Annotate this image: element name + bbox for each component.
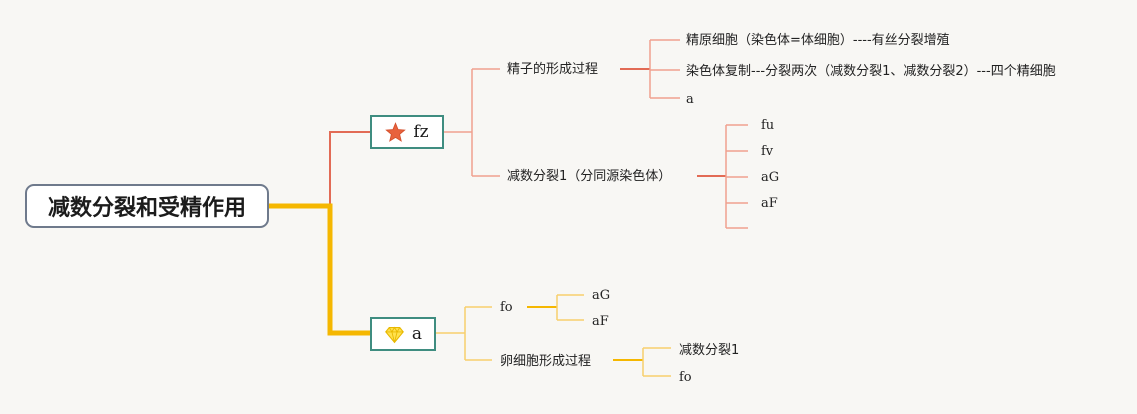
- subtopic-fo[interactable]: fo: [500, 300, 513, 315]
- leaf-af[interactable]: aF: [761, 196, 778, 211]
- leaf-fu[interactable]: fu: [761, 118, 775, 133]
- leaf-spermatogonia[interactable]: 精原细胞（染色体=体细胞）----有丝分裂增殖: [686, 33, 950, 48]
- leaf-a[interactable]: a: [686, 92, 694, 107]
- leaf-fo[interactable]: fo: [679, 370, 692, 385]
- leaf-meiosis-1[interactable]: 减数分裂1: [679, 343, 740, 358]
- connector-root-fz: [269, 131, 370, 207]
- subtopic-meiosis-1[interactable]: 减数分裂1（分同源染色体）: [507, 169, 672, 184]
- star-icon: [385, 121, 407, 143]
- leaf-ag-2[interactable]: aG: [592, 288, 611, 303]
- subtopic-egg-formation[interactable]: 卵细胞形成过程: [500, 354, 592, 369]
- leaf-fv[interactable]: fv: [761, 144, 774, 159]
- leaf-ag[interactable]: aG: [761, 170, 780, 185]
- root-topic[interactable]: 减数分裂和受精作用: [25, 184, 269, 228]
- branch-topic-a[interactable]: a: [370, 317, 436, 351]
- branch-topic-fz-label: fz: [413, 122, 429, 142]
- subtopic-sperm-formation[interactable]: 精子的形成过程: [507, 62, 599, 77]
- diamond-icon: [384, 324, 405, 345]
- branch-topic-fz[interactable]: fz: [370, 115, 444, 149]
- leaf-af-2[interactable]: aF: [592, 314, 609, 329]
- branch-topic-a-label: a: [411, 324, 423, 344]
- root-topic-label: 减数分裂和受精作用: [47, 196, 246, 221]
- leaf-chromosome-replication[interactable]: 染色体复制---分裂两次（减数分裂1、减数分裂2）---四个精细胞: [686, 64, 1056, 79]
- connector-root-a: [269, 203, 370, 336]
